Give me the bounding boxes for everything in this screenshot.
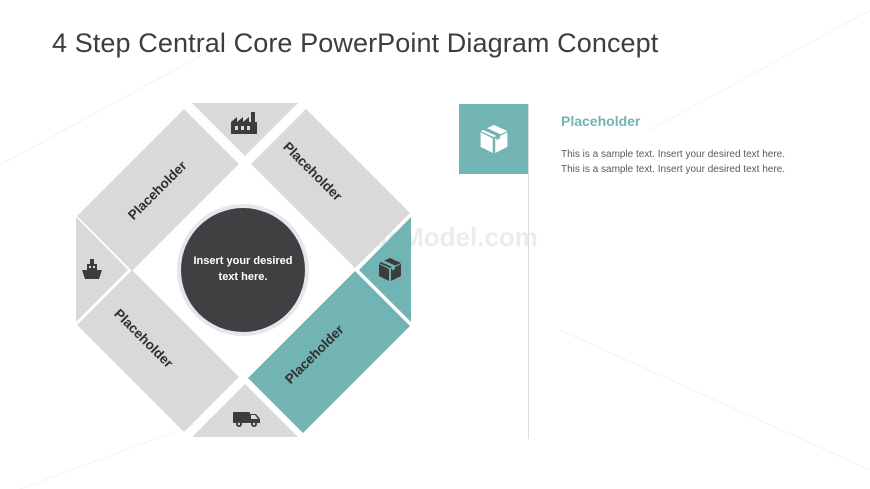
detail-icon-tile [459, 104, 529, 174]
package-box-icon [379, 258, 401, 281]
segment-bottom-left[interactable] [77, 270, 239, 432]
corner-left [76, 217, 128, 322]
core-text-line1: Insert your desired [193, 255, 292, 267]
detail-title: Placeholder [561, 113, 641, 129]
segment-bottom-right[interactable] [248, 271, 410, 433]
detail-body: This is a sample text. Insert your desir… [561, 147, 821, 177]
divider-line [528, 104, 529, 439]
ship-icon [82, 259, 102, 279]
delivery-van-icon [233, 412, 260, 427]
factory-icon [231, 112, 257, 134]
detail-text-line1: This is a sample text. Insert your desir… [561, 149, 785, 160]
segment-top-right[interactable] [251, 109, 410, 268]
core-text-line2: text here. [219, 271, 268, 283]
page-title: 4 Step Central Core PowerPoint Diagram C… [52, 28, 659, 58]
segment-top-left[interactable] [77, 109, 239, 271]
detail-text-line2: This is a sample text. Insert your desir… [561, 164, 785, 175]
corner-bottom [192, 384, 298, 437]
core-circle[interactable] [181, 208, 305, 332]
package-box-icon [480, 125, 508, 153]
